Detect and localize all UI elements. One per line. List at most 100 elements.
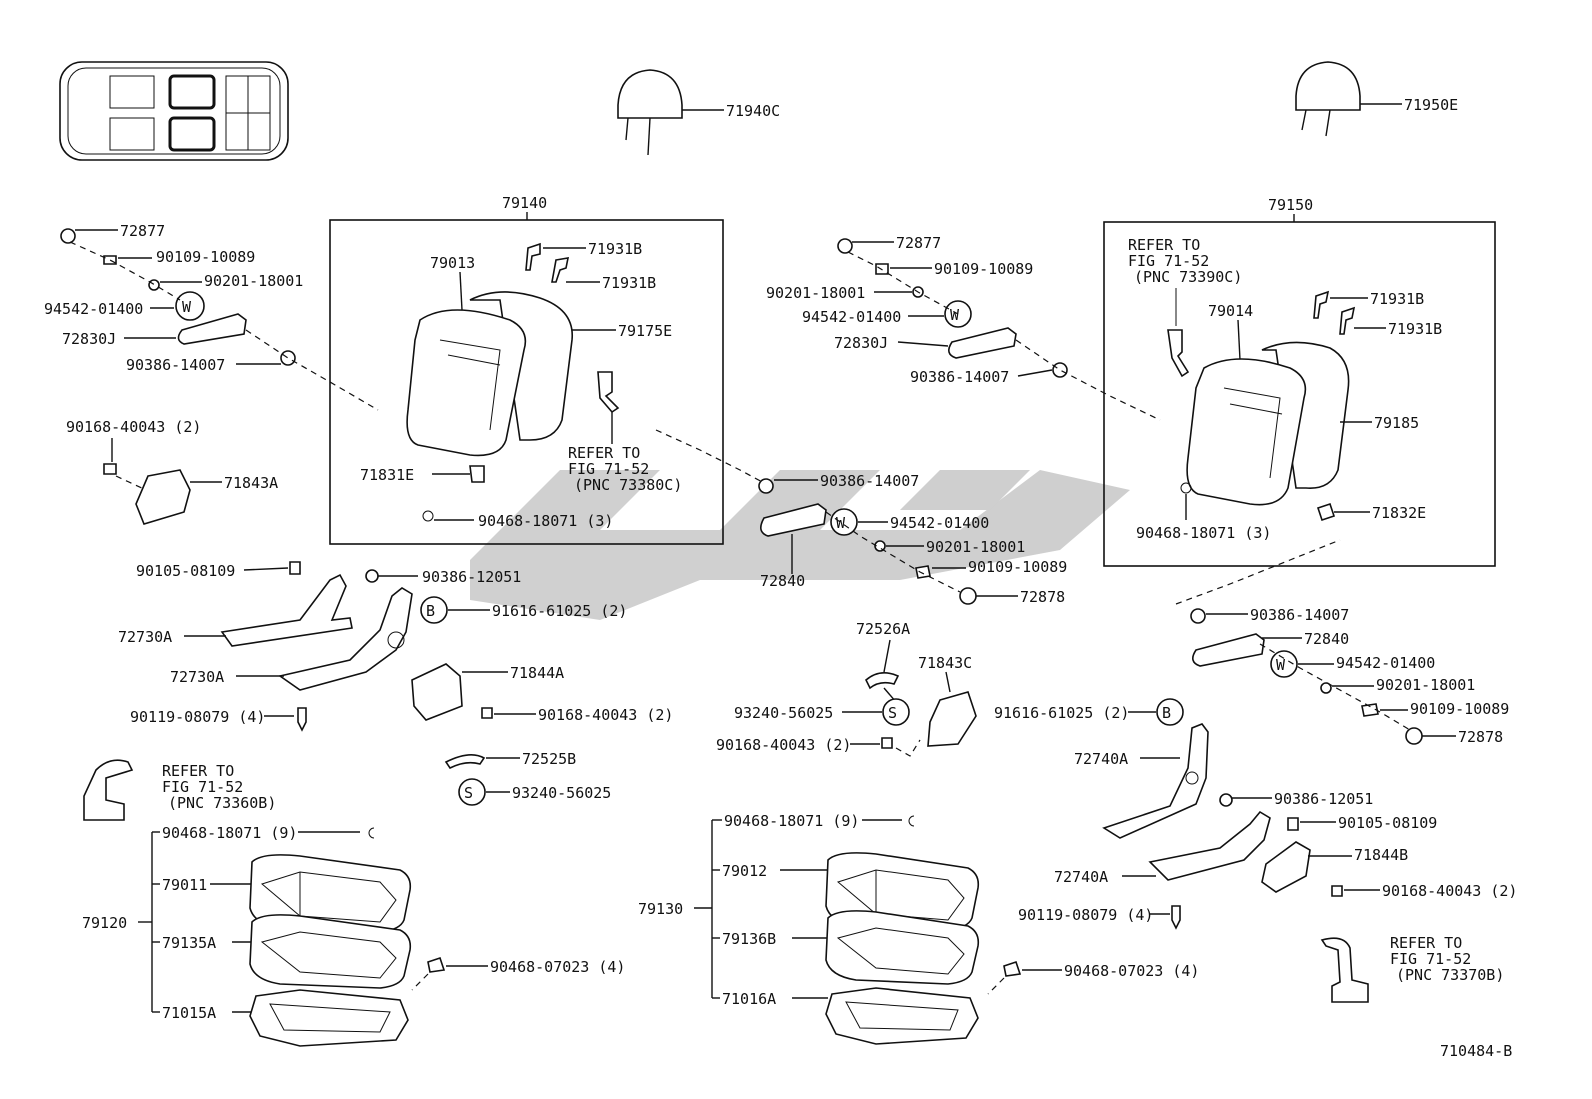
refer-note-1-line2: FIG 71-52 [568, 460, 649, 478]
headrest-guide-right-2-icon [1339, 306, 1356, 335]
label-72840-right: 72840 [1304, 630, 1349, 648]
washer-right-icon [1320, 682, 1332, 694]
cap-72878-mid-icon [959, 587, 977, 605]
symbol-s-left-text: S [464, 784, 473, 802]
refer-note-3-line2: FIG 71-52 [162, 778, 243, 796]
label-93240-mid: 93240-56025 [734, 704, 833, 722]
label-79185: 79185 [1374, 414, 1419, 432]
label-71831e: 71831E [360, 466, 414, 484]
label-94542-mid: 94542-01400 [802, 308, 901, 326]
label-72830j-mid: 72830J [834, 334, 888, 352]
label-90468-07023-mid: 90468-07023 (4) [1064, 962, 1199, 980]
seat-track-left-icon [220, 573, 413, 691]
label-90119-left: 90119-08079 (4) [130, 708, 265, 726]
label-90105-left: 90105-08109 [136, 562, 235, 580]
headrest-guide-right-1-icon [1313, 290, 1330, 319]
label-94542-lower: 94542-01400 [890, 514, 989, 532]
screw-90168-left-icon [103, 463, 117, 475]
label-93240-left: 93240-56025 [512, 784, 611, 802]
symbol-w-right [1270, 650, 1298, 678]
seat-track-right-icon [1102, 723, 1271, 881]
armrest-mid-icon [948, 327, 1017, 359]
clip-9-left-icon [368, 827, 375, 839]
clip-9-mid-icon [908, 815, 915, 827]
label-90386-14007-lower: 90386-14007 [820, 472, 919, 490]
refer-note-3-line1: REFER TO [162, 762, 234, 780]
label-90468-18071-9-mid: 90468-18071 (9) [724, 812, 859, 830]
label-90109-lower: 90109-10089 [968, 558, 1067, 576]
refer-note-2-line3: (PNC 73390C) [1134, 268, 1242, 286]
nut-90386-12051-left-icon [365, 569, 379, 583]
label-71015a: 71015A [162, 1004, 216, 1022]
screw-90168-right-icon [1331, 885, 1343, 897]
label-71844b: 71844B [1354, 846, 1408, 864]
bolt-90105-left-icon [289, 561, 301, 575]
label-90468-18071-9-left: 90468-18071 (9) [162, 824, 297, 842]
seatbelt-anchor-right-icon [1320, 937, 1369, 1003]
label-90201-mid: 90201-18001 [766, 284, 865, 302]
symbol-w-lower [830, 508, 858, 536]
screw-90168-lower-mid-icon [881, 737, 893, 749]
armrest-72840-right-icon [1192, 633, 1265, 667]
label-90109-right: 90109-10089 [1410, 700, 1509, 718]
symbol-b-left-text: B [426, 602, 435, 620]
refer-note-4-line2: FIG 71-52 [1390, 950, 1471, 968]
symbol-w-left-text: W [182, 298, 192, 316]
label-90168-mid: 90168-40043 (2) [538, 706, 673, 724]
bolt-90119-right-icon [1171, 905, 1181, 930]
label-90386-14007-mid: 90386-14007 [910, 368, 1009, 386]
seat-cushion-left-icon [249, 854, 412, 1047]
label-72878-mid: 72878 [1020, 588, 1065, 606]
bolt-90109-lower-icon [915, 565, 931, 579]
clip-90468-07023-left-icon [427, 956, 446, 973]
label-90468-18071-3-a: 90468-18071 (3) [478, 512, 613, 530]
cover-71843a-icon [135, 469, 191, 525]
label-90168-right: 90168-40043 (2) [1382, 882, 1517, 900]
bolt-90119-left-icon [297, 707, 307, 732]
watermark-logo [470, 470, 1130, 620]
label-90468-18071-3-b: 90468-18071 (3) [1136, 524, 1271, 542]
seatback-right-icon [1186, 341, 1350, 506]
label-72740a-1: 72740A [1074, 750, 1128, 768]
label-79175e: 79175E [618, 322, 672, 340]
label-71950e: 71950E [1404, 96, 1458, 114]
label-72526a: 72526A [856, 620, 910, 638]
refer-note-4-line3: (PNC 73370B) [1396, 966, 1504, 984]
label-90109-mid: 90109-10089 [934, 260, 1033, 278]
label-94542-right: 94542-01400 [1336, 654, 1435, 672]
label-71931b-3: 71931B [1370, 290, 1424, 308]
refer-note-1-line3: (PNC 73380C) [574, 476, 682, 494]
nut-90386-lower-icon [758, 478, 774, 494]
cover-71844b-icon [1261, 841, 1311, 893]
cap-72878-right-icon [1405, 727, 1423, 745]
cap-71832e-icon [1316, 502, 1336, 522]
label-90386-12051-right: 90386-12051 [1274, 790, 1373, 808]
nut-90386-mid-icon [1052, 362, 1068, 378]
seatbelt-anchor-left-icon [83, 759, 134, 821]
clip-icon [422, 510, 434, 522]
label-79136b: 79136B [722, 930, 776, 948]
label-90468-07023-left: 90468-07023 (4) [490, 958, 625, 976]
label-72740a-2: 72740A [1054, 868, 1108, 886]
label-71843c: 71843C [918, 654, 972, 672]
label-71940c: 71940C [726, 102, 780, 120]
cap-71831e-icon [469, 465, 485, 483]
label-90201-left: 90201-18001 [204, 272, 303, 290]
label-79130: 79130 [638, 900, 683, 918]
refer-note-1-line1: REFER TO [568, 444, 640, 462]
symbol-w-right-text: W [1276, 656, 1286, 674]
symbol-w-left [175, 291, 205, 321]
cap-72877-mid-icon [837, 238, 853, 254]
label-79012: 79012 [722, 862, 767, 880]
label-71931b-4: 71931B [1388, 320, 1442, 338]
clip-90468-07023-mid-icon [1003, 960, 1022, 977]
label-90201-right: 90201-18001 [1376, 676, 1475, 694]
seat-location-key-icon [59, 61, 289, 161]
washer-left-icon [148, 279, 160, 291]
symbol-b-right-text: B [1162, 704, 1171, 722]
label-71016a: 71016A [722, 990, 776, 1008]
label-94542-left: 94542-01400 [44, 300, 143, 318]
symbol-b-left [420, 596, 448, 624]
cover-71843c-icon [927, 691, 977, 747]
